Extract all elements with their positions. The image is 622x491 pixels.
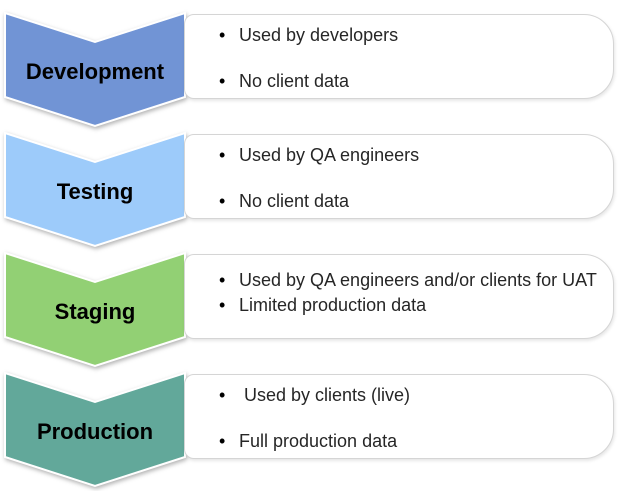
chevron-staging: Staging — [2, 250, 188, 368]
stage-label-production: Production — [36, 419, 154, 444]
chevron-testing: Testing — [2, 130, 188, 248]
details-box-production: Used by clients (live) Full production d… — [184, 374, 614, 459]
bullet-item: Used by QA engineers — [219, 144, 599, 166]
bullet-list: Used by clients (live) Full production d… — [185, 375, 613, 452]
stage-row-staging: Staging Used by QA engineers and/or clie… — [0, 250, 622, 370]
chevron-shape-svg — [4, 11, 186, 128]
chevron-shape — [4, 11, 186, 128]
bullet-item: Used by clients (live) — [219, 384, 599, 406]
chevron-development: Development — [2, 10, 188, 128]
bullet-item: Limited production data — [219, 293, 599, 317]
details-box-development: Used by developers No client data — [184, 14, 614, 99]
stage-row-development: Development Used by developers No client… — [0, 10, 622, 130]
chevron-shape-svg — [4, 251, 186, 368]
bullet-item: Used by developers — [219, 24, 599, 46]
bullet-list: Used by QA engineers No client data — [185, 135, 613, 212]
stage-label-development: Development — [25, 59, 165, 84]
details-box-testing: Used by QA engineers No client data — [184, 134, 614, 219]
stage-row-production: Production Used by clients (live) Full p… — [0, 370, 622, 490]
bullet-list: Used by developers No client data — [185, 15, 613, 92]
chevron-production: Production — [2, 370, 188, 488]
chevron-shape — [4, 131, 186, 248]
stage-label-staging: Staging — [54, 299, 136, 324]
bullet-item: Used by QA engineers and/or clients for … — [219, 268, 599, 292]
stage-label-testing: Testing — [56, 179, 134, 204]
chevron-shape-svg — [4, 371, 186, 488]
chevron-shape — [4, 251, 186, 368]
chevron-shape — [4, 371, 186, 488]
bullet-item: Full production data — [219, 430, 599, 452]
chevron-shape-svg — [4, 131, 186, 248]
stage-row-testing: Testing Used by QA engineers No client d… — [0, 130, 622, 250]
details-box-staging: Used by QA engineers and/or clients for … — [184, 254, 614, 339]
bullet-item: No client data — [219, 70, 599, 92]
bullet-list: Used by QA engineers and/or clients for … — [185, 255, 613, 317]
bullet-item: No client data — [219, 190, 599, 212]
